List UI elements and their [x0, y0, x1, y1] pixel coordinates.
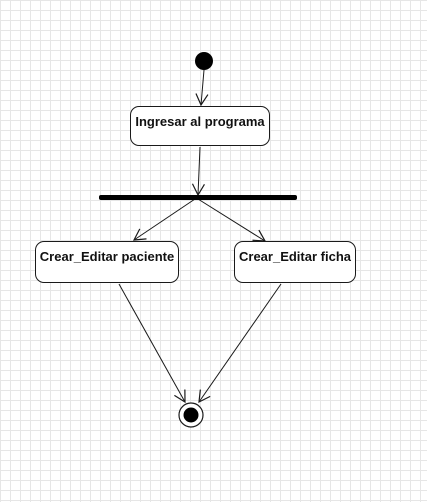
initial-node[interactable]	[195, 52, 213, 70]
edge-paciente-to-final	[118, 283, 186, 404]
edge-initial-to-ingresar	[195, 69, 209, 107]
activity-label: Crear_Editar ficha	[239, 249, 351, 264]
fork-bar[interactable]	[99, 195, 297, 200]
activity-crear-editar-paciente[interactable]: Crear_Editar paciente	[35, 241, 179, 283]
edge-fork-to-paciente	[132, 198, 196, 241]
edge-fork-to-ficha	[197, 198, 267, 242]
activity-ingresar-al-programa[interactable]: Ingresar al programa	[130, 106, 270, 146]
activity-label: Crear_Editar paciente	[39, 249, 175, 264]
final-node[interactable]	[178, 402, 204, 428]
edge-ingresar-to-fork	[191, 146, 205, 197]
edge-ficha-to-final	[198, 283, 282, 404]
activity-label: Ingresar al programa	[135, 114, 265, 129]
activity-crear-editar-ficha[interactable]: Crear_Editar ficha	[234, 241, 356, 283]
